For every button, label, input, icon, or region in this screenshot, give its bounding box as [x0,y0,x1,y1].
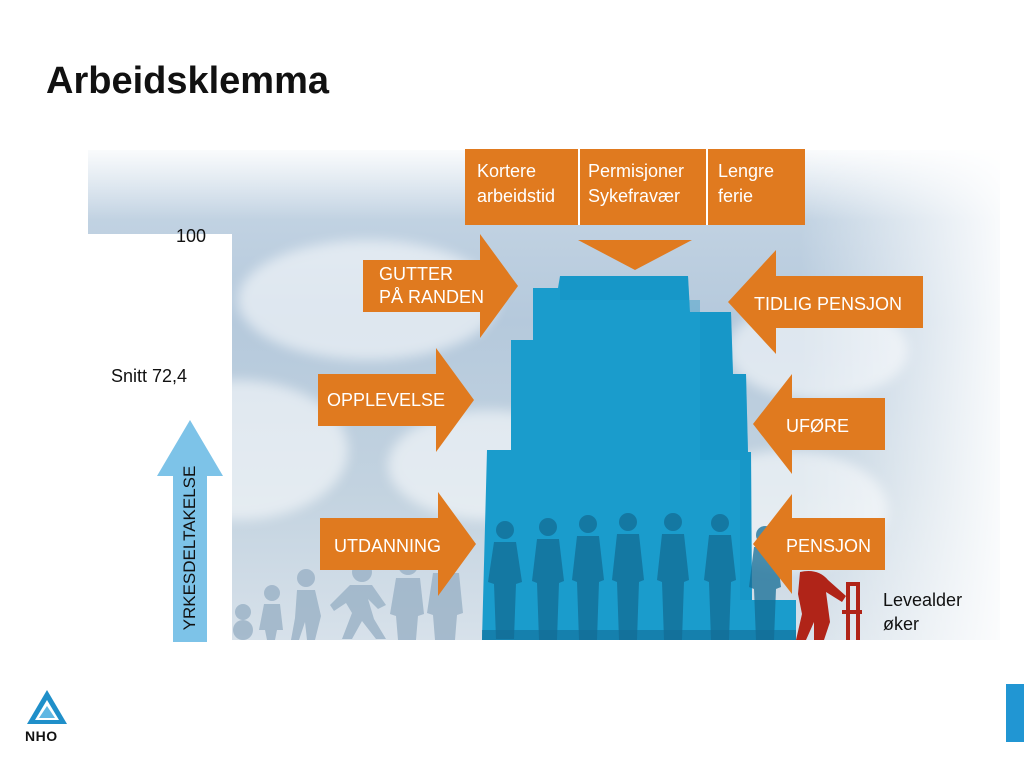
pressure-longer-vacation: Lengre ferie [706,149,805,225]
tidlig-pensjon-arrow [728,250,923,354]
nho-logo-text: NHO [25,728,58,744]
ufore-arrow [753,374,885,474]
scale-max-label: 100 [176,226,207,246]
pressure-label: ferie [718,186,754,206]
pressure-label: Kortere [477,161,537,181]
corner-accent-bar [1006,684,1024,742]
pressure-short-hours: Kortere arbeidstid [465,149,579,225]
pensjon-arrow-label: PENSJON [786,536,872,556]
scale-average-label: Snitt 72,4 [111,366,188,386]
life-expectancy-line: øker [883,614,919,634]
arrow-label-line: GUTTER [379,264,453,284]
pensjon-arrow [753,494,885,594]
pressure-label: Sykefravær [588,186,681,206]
participation-scale [88,234,232,640]
ufore-arrow-label: UFØRE [786,416,849,436]
opplevelse-arrow-label: OPPLEVELSE [327,390,446,410]
life-expectancy-label: Levealder øker [883,588,962,636]
participation-arrow-icon [157,420,223,642]
elderly-person-icon [796,550,862,640]
pressure-label: Permisjoner [588,161,685,181]
nho-logo-icon [27,690,67,724]
opplevelse-arrow [318,348,474,452]
life-expectancy-line: Levealder [883,590,963,610]
adult-silhouettes [488,513,781,640]
gutter-arrow [363,234,518,338]
pressure-label: arbeidstid [477,186,556,206]
divider [706,149,708,225]
employment-building [482,276,796,640]
utdanning-arrow-label: UTDANNING [334,536,441,556]
utdanning-arrow [320,492,476,596]
gutter-arrow-label: GUTTER PÅ RANDEN [379,263,484,309]
pressure-leave-sickness: Permisjoner Sykefravær [576,149,706,225]
top-pressures-box: Kortere arbeidstid Permisjoner Sykefravæ… [465,149,805,225]
pressure-label: Lengre [718,161,775,181]
slide-title: Arbeidsklemma [46,60,330,102]
arrow-label-line: PÅ RANDEN [379,287,485,307]
tidlig-pensjon-arrow-label: TIDLIG PENSJON [754,294,903,314]
top-pressure-arrow-icon [578,240,692,270]
divider [578,149,580,225]
